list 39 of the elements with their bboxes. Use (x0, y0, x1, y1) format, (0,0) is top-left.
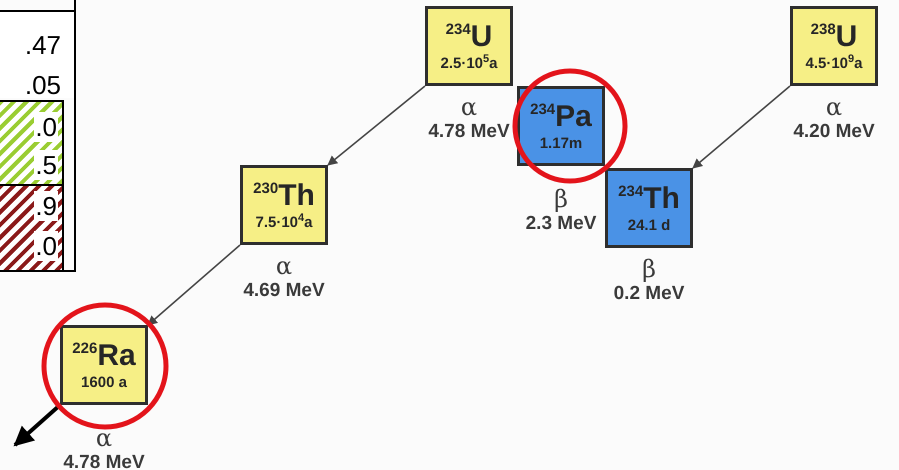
decay-type: α (460, 94, 478, 120)
nuclide-symbol: $^{234}$Th (618, 182, 680, 214)
cell-value: .5 (34, 150, 58, 180)
half-life: 2.5·10$^{5}$a (440, 54, 498, 72)
arrow (147, 244, 241, 326)
cell-value: .47 (24, 30, 62, 60)
nuclide-box (60, 325, 148, 405)
decay-energy: 2.3 MeV (526, 212, 596, 236)
nuclide-box (790, 6, 878, 86)
arrow (692, 85, 791, 169)
cell-value: .0 (34, 231, 58, 261)
decay-type: β (642, 256, 656, 282)
decay-energy: 4.69 MeV (243, 279, 325, 303)
nuclide-symbol: $^{238}$U (810, 20, 858, 52)
half-life: 7.5·10$^{4}$a (255, 214, 312, 230)
nuclide-symbol: $^{234}$Pa (530, 100, 592, 132)
nuclide-box (605, 168, 693, 248)
decay-type: α (276, 253, 292, 279)
arrow (327, 85, 426, 166)
cell-value: .9 (34, 191, 58, 221)
half-life: 4.5·10$^{9}$a (805, 54, 862, 72)
decay-type: α (96, 425, 112, 451)
nuclide-box (240, 165, 328, 245)
nuclide-symbol: $^{230}$Th (253, 180, 315, 212)
nuclide-box (517, 86, 605, 166)
nuclide-symbol: $^{226}$Ra (72, 340, 136, 372)
half-life: 1.17m (540, 134, 582, 152)
half-life: 24.1 d (628, 216, 670, 234)
decay-energy: 4.78 MeV (428, 120, 510, 144)
decay-energy: 4.78 MeV (63, 451, 145, 470)
nuclide-symbol: $^{234}$U (446, 20, 492, 52)
cell-value: .05 (24, 70, 62, 100)
decay-type: α (826, 94, 842, 120)
cell-value: .0 (34, 112, 58, 142)
decay-type: β (554, 186, 568, 212)
decay-energy: 0.2 MeV (614, 282, 684, 306)
nuclide-box (425, 6, 513, 86)
decay-energy: 4.20 MeV (793, 120, 875, 144)
half-life: 1600 a (81, 374, 127, 390)
